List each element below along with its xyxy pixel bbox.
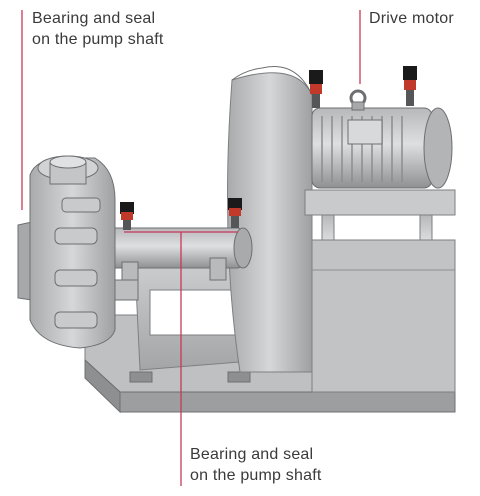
bearing-housing — [97, 227, 253, 301]
lubricator-motor-right — [403, 66, 417, 106]
pump-casing — [17, 155, 116, 349]
label-drive-motor-line1: Drive motor — [369, 10, 454, 27]
lubricator-shaft-right — [228, 198, 242, 228]
label-bearing-seal-top-line1: Bearing and seal — [32, 10, 156, 27]
label-bearing-seal-bottom-line1: Bearing and seal — [190, 446, 314, 463]
label-bearing-seal-bottom: Bearing and seal on the pump shaft — [190, 444, 322, 486]
label-bearing-seal-top: Bearing and seal on the pump shaft — [32, 8, 164, 50]
lubricator-motor-left — [309, 70, 323, 108]
label-bearing-seal-bottom-line2: on the pump shaft — [190, 467, 322, 484]
belt-guard — [227, 66, 313, 373]
leader-line-bottom — [124, 231, 238, 486]
label-drive-motor: Drive motor — [369, 8, 454, 29]
label-bearing-seal-top-line2: on the pump shaft — [32, 31, 164, 48]
lubricator-shaft-left — [120, 202, 134, 230]
motor-stand — [304, 189, 456, 393]
drive-motor — [311, 89, 453, 189]
